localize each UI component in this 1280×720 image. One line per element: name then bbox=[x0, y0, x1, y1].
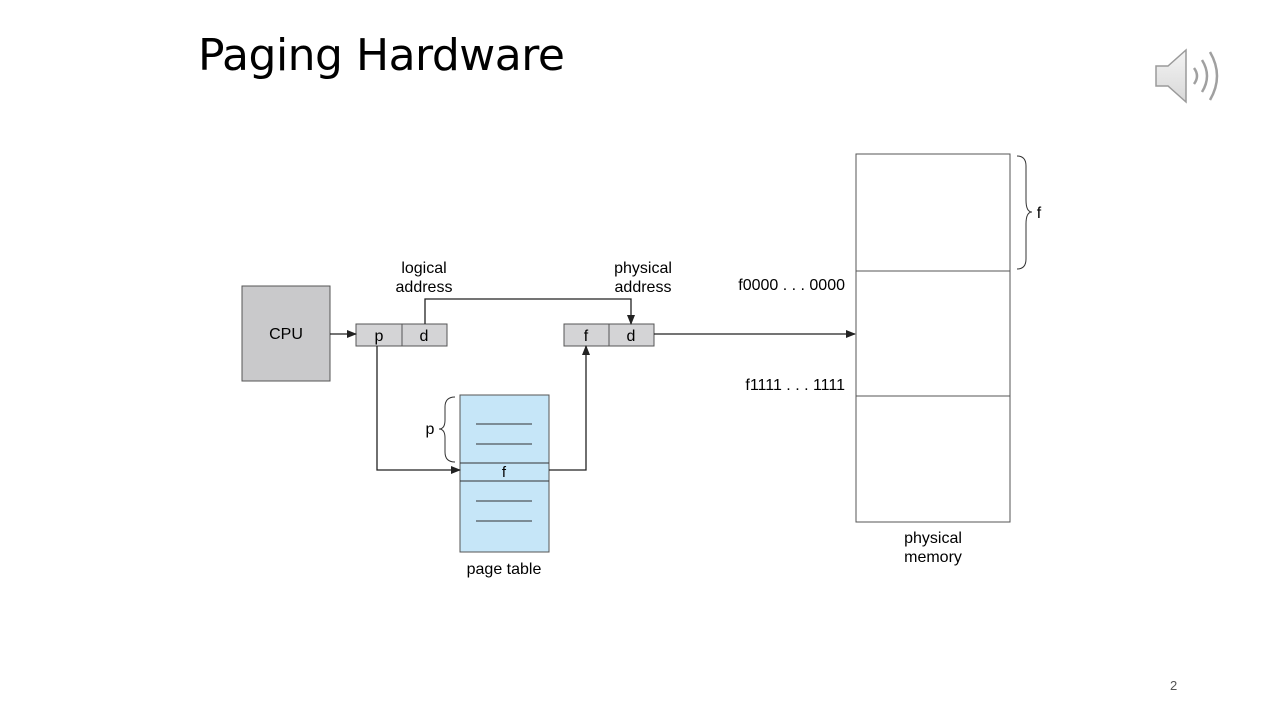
physical-memory-label-1: physical bbox=[904, 530, 962, 547]
logical-d-field: d bbox=[420, 328, 429, 345]
physical-f-field: f bbox=[584, 328, 589, 345]
page-table-brace bbox=[438, 396, 456, 463]
speaker-icon[interactable] bbox=[1152, 44, 1232, 108]
logical-p-field: p bbox=[375, 328, 384, 345]
page-table bbox=[459, 394, 550, 553]
physical-memory-label-2: memory bbox=[904, 549, 962, 566]
d-to-d-arrow bbox=[424, 298, 635, 325]
p-to-page-table-arrow bbox=[376, 346, 461, 474]
frame-brace-label: f bbox=[1037, 205, 1042, 222]
page-table-label: page table bbox=[467, 561, 542, 578]
cpu-label: CPU bbox=[269, 326, 303, 343]
page-table-brace-label: p bbox=[426, 421, 435, 438]
page-table-entry-f: f bbox=[502, 464, 507, 481]
physical-d-field: d bbox=[627, 328, 636, 345]
frame-brace bbox=[1016, 155, 1033, 270]
physical-address-label-2: address bbox=[615, 279, 672, 296]
logical-address-label-1: logical bbox=[401, 260, 446, 277]
logical-address-label-2: address bbox=[396, 279, 453, 296]
frame-end-address: f1111 . . . 1111 bbox=[745, 377, 845, 394]
cpu-box bbox=[241, 285, 331, 382]
slide-number: 2 bbox=[1170, 678, 1178, 693]
slide-title: Paging Hardware bbox=[198, 30, 565, 81]
page-table-to-f-arrow bbox=[549, 345, 590, 471]
physical-address-label-1: physical bbox=[614, 260, 672, 277]
frame-start-address: f0000 . . . 0000 bbox=[738, 277, 845, 294]
physical-memory bbox=[855, 153, 1011, 523]
